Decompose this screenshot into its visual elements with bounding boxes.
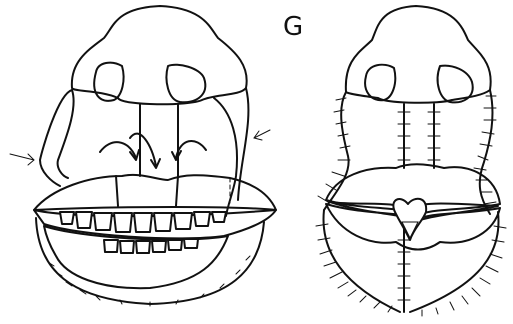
left-lip-seam-1 (116, 176, 118, 206)
right-suture-left (324, 92, 349, 210)
right-suture-chin-left (324, 210, 400, 312)
left-nose-outline (72, 6, 247, 104)
left-upper-teeth (60, 212, 226, 232)
right-nose-outline (346, 6, 491, 103)
left-flap-outline-left (40, 90, 72, 186)
left-lip-seam-2 (176, 176, 178, 206)
right-panel-after-repair (316, 6, 506, 316)
left-side-arrow-right (254, 130, 270, 140)
right-suture-chin-right (410, 212, 499, 312)
left-rotation-arrow-3 (176, 141, 206, 158)
left-chin-hatching (48, 256, 250, 306)
left-flap-outline-right-inner (214, 98, 237, 216)
left-upper-lip (34, 175, 276, 210)
right-suture-right (480, 90, 493, 214)
left-side-arrow-left (10, 154, 34, 165)
left-panel-before-repair (10, 6, 276, 306)
left-rotation-arrow-1 (100, 142, 136, 158)
right-vermilion-flap (393, 199, 426, 240)
left-lower-teeth (104, 239, 198, 253)
left-lower-lip-inner (44, 226, 228, 288)
